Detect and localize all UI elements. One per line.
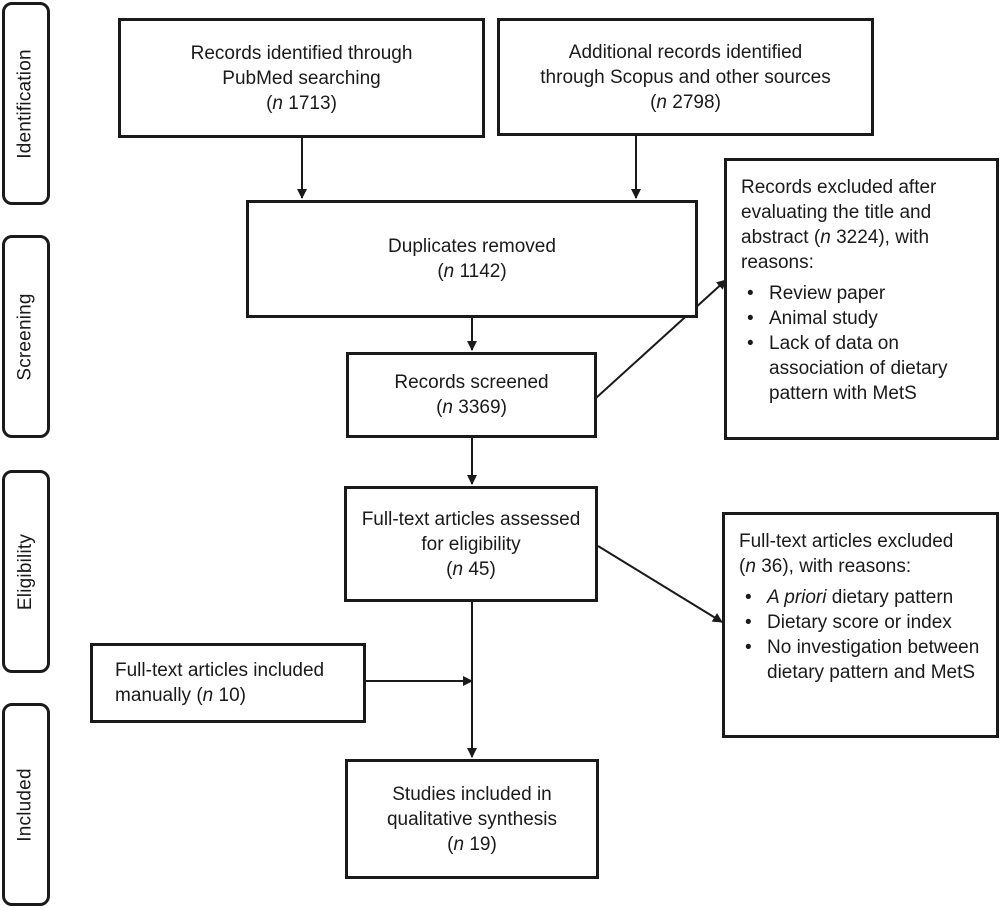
arrow-screened-to-excluded <box>595 279 727 399</box>
manual-line2: manually (n 10) <box>115 685 246 706</box>
excluded-fulltext-line1: Full-text articles excluded <box>739 531 954 552</box>
box-duplicates-removed: Duplicates removed (n 1142) <box>246 200 698 318</box>
included-count: (n 19) <box>447 833 497 855</box>
stage-eligibility: Eligibility <box>2 470 50 673</box>
box-pubmed-records: Records identified through PubMed search… <box>118 18 485 138</box>
stage-included: Included <box>2 703 50 906</box>
box-fulltext-assessed: Full-text articles assessed for eligibil… <box>344 486 598 602</box>
pubmed-count: (n 1713) <box>266 92 337 114</box>
excluded-title-line2: evaluating the title and <box>741 202 932 223</box>
reason-a-priori: A priori dietary pattern <box>739 585 980 610</box>
excluded-fulltext-reasons: A priori dietary pattern Dietary score o… <box>739 585 980 685</box>
excluded-title-line3: abstract (n 3224), with <box>741 227 930 248</box>
reason-dietary-score: Dietary score or index <box>739 610 980 635</box>
excluded-title-line1: Records excluded after <box>741 177 937 198</box>
box-records-excluded-title-abstract: Records excluded after evaluating the ti… <box>724 158 999 440</box>
duplicates-line1: Duplicates removed <box>388 236 556 257</box>
included-line2: qualitative synthesis <box>386 808 558 830</box>
scopus-line1: Additional records identified <box>568 41 803 63</box>
duplicates-count: (n 1142) <box>437 261 507 282</box>
stage-screening: Screening <box>2 235 50 438</box>
excluded-title-line4: reasons: <box>741 252 814 273</box>
fulltext-count: (n 45) <box>446 558 496 580</box>
fulltext-line2: for eligibility <box>421 533 521 555</box>
excluded-title-reasons: Review paper Animal study Lack of data o… <box>741 281 980 406</box>
screened-line1: Records screened <box>394 372 549 393</box>
scopus-count: (n 2798) <box>650 91 721 113</box>
pubmed-line2: PubMed searching <box>222 67 381 89</box>
excluded-fulltext-line2: (n 36), with reasons: <box>739 556 912 577</box>
screened-count: (n 3369) <box>436 397 507 418</box>
box-fulltext-included-manually: Full-text articles included manually (n … <box>90 643 366 723</box>
reason-review-paper: Review paper <box>741 281 980 306</box>
reason-animal-study: Animal study <box>741 306 980 331</box>
manual-line1: Full-text articles included <box>115 660 325 681</box>
included-line1: Studies included in <box>392 783 552 805</box>
box-fulltext-excluded: Full-text articles excluded (n 36), with… <box>722 512 999 738</box>
box-records-screened: Records screened (n 3369) <box>346 352 597 438</box>
reason-lack-of-data: Lack of data on association of dietary p… <box>741 331 980 406</box>
pubmed-line1: Records identified through <box>190 42 413 64</box>
box-studies-included: Studies included in qualitative synthesi… <box>345 759 599 879</box>
scopus-line2: through Scopus and other sources <box>540 66 831 88</box>
reason-no-investigation: No investigation between dietary pattern… <box>739 635 980 685</box>
arrow-fulltext-to-excluded <box>597 545 723 623</box>
stage-identification: Identification <box>2 2 50 205</box>
box-scopus-records: Additional records identified through Sc… <box>497 18 874 136</box>
fulltext-line1: Full-text articles assessed <box>361 508 581 530</box>
